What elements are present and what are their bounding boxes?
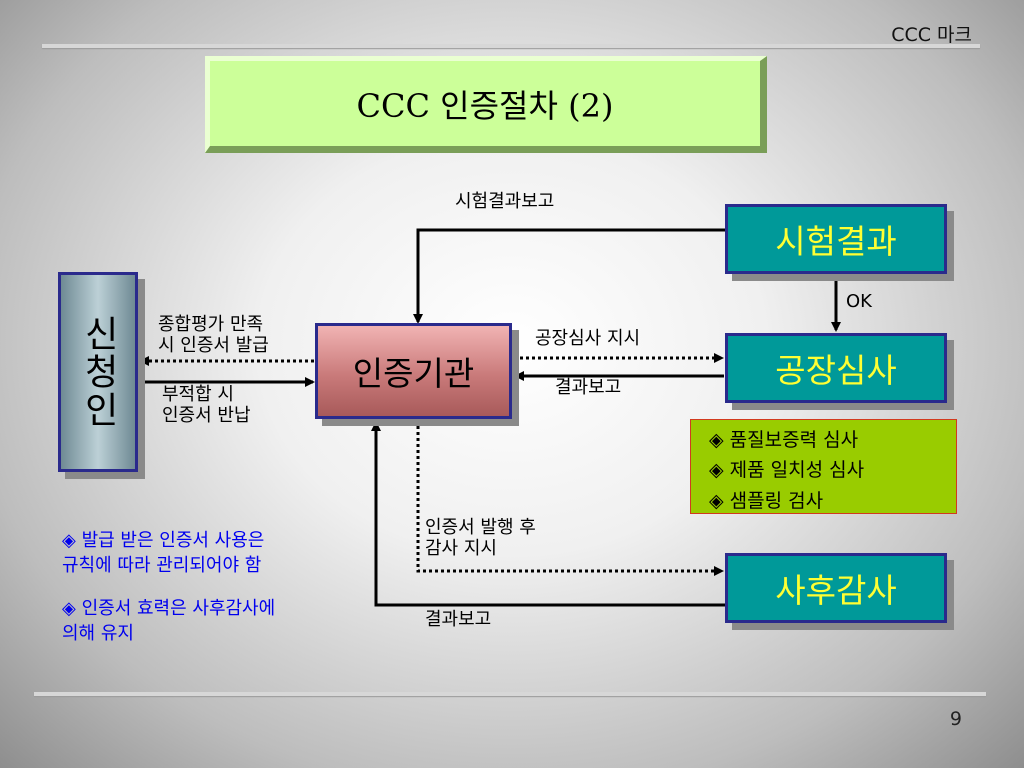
test-result-box: 시험결과 — [725, 204, 947, 274]
diamond-bullet-icon: ◈ — [709, 429, 724, 451]
audit-item: ◈ 제품 일치성 심사 — [709, 459, 865, 482]
diamond-bullet-icon: ◈ — [709, 459, 724, 482]
agency-label: 인증기관 — [352, 354, 475, 393]
post-audit-label: 사후감사 — [775, 571, 897, 610]
label-ok: OK — [846, 291, 872, 312]
note-2: ◈ 인증서 효력은 사후감사에 의해 유지 — [62, 598, 276, 645]
audit-item: ◈ 샘플링 검사 — [709, 489, 824, 512]
return-line-1: 부적합 시 — [162, 384, 234, 405]
label-test-report: 시험결과보고 — [455, 191, 555, 212]
label-post-audit-instruction: 인증서 발행 후 감사 지시 — [425, 517, 536, 559]
arrow-test-report — [413, 228, 725, 324]
applicant-label: 신청인 — [77, 315, 119, 429]
arrow-post-audit-instruction — [416, 420, 724, 576]
arrow-result-report-2 — [371, 421, 725, 607]
diamond-bullet-icon: ◈ — [62, 530, 76, 551]
issue-line-2: 시 인증서 발급 — [158, 334, 269, 356]
label-result-report-2: 결과보고 — [425, 609, 492, 630]
page-number: 9 — [949, 708, 962, 730]
issue-line-1: 종합평가 만족 — [158, 314, 264, 335]
label-return-certificate: 부적합 시 인증서 반납 — [162, 384, 251, 426]
test-result-label: 시험결과 — [775, 222, 897, 261]
post-line-2: 감사 지시 — [425, 537, 497, 559]
label-result-report-1: 결과보고 — [555, 377, 622, 398]
slide-title: CCC 인증절차 (2) — [356, 86, 614, 125]
post-audit-box: 사후감사 — [725, 553, 947, 623]
header-title: CCC 마크 — [891, 24, 972, 46]
bottom-divider — [34, 692, 986, 696]
applicant-box: 신청인 — [58, 272, 138, 472]
audit-items-box: ◈ 품질보증력 심사 ◈ 제품 일치성 심사 ◈ 샘플링 검사 — [690, 419, 957, 514]
factory-audit-label: 공장심사 — [775, 351, 897, 390]
audit-item: ◈ 품질보증력 심사 — [709, 429, 859, 451]
return-line-2: 인증서 반납 — [162, 404, 251, 426]
label-factory-instruction: 공장심사 지시 — [535, 328, 641, 349]
post-line-1: 인증서 발행 후 — [425, 517, 536, 538]
slide-title-box: CCC 인증절차 (2) — [205, 56, 767, 153]
diamond-bullet-icon: ◈ — [62, 598, 76, 619]
certification-agency-box: 인증기관 — [315, 323, 512, 419]
top-divider — [42, 44, 980, 48]
label-issue-certificate: 종합평가 만족 시 인증서 발급 — [158, 314, 269, 356]
diamond-bullet-icon: ◈ — [709, 489, 724, 512]
note-1: ◈ 발급 받은 인증서 사용은 규칙에 따라 관리되어야 함 — [62, 530, 265, 577]
factory-audit-box: 공장심사 — [725, 333, 947, 403]
